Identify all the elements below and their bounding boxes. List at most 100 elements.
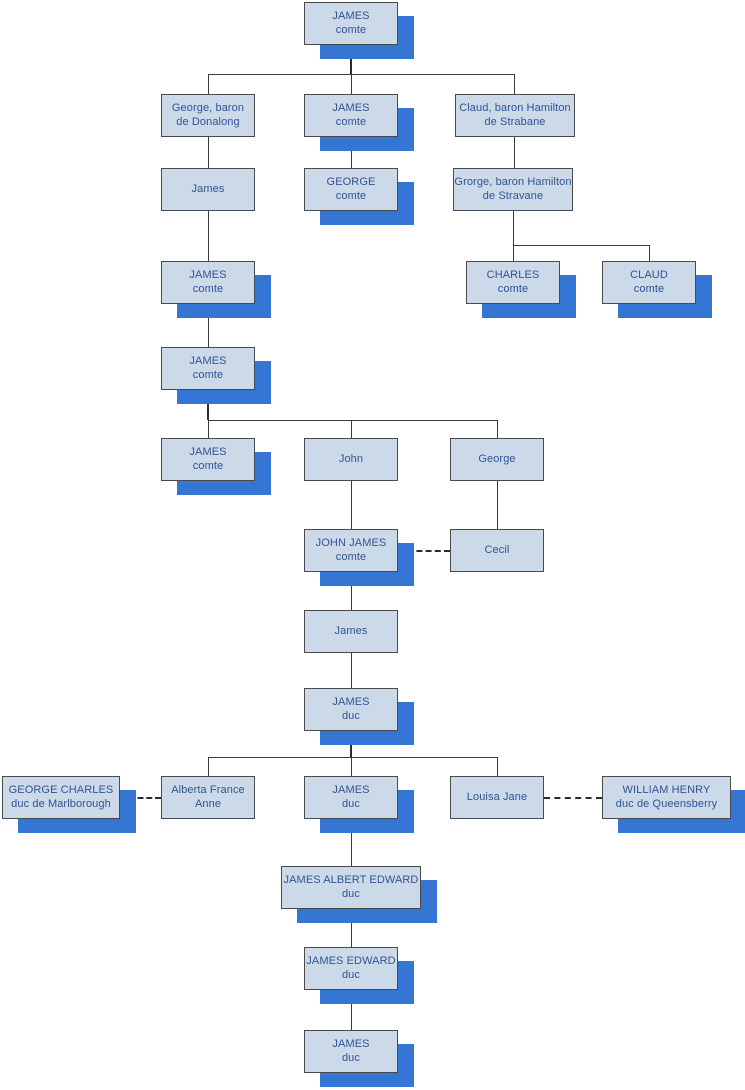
person-title: comte bbox=[335, 115, 367, 128]
person-title: comte bbox=[192, 459, 224, 472]
person-node[interactable]: James bbox=[161, 168, 255, 211]
person-title: comte bbox=[192, 368, 224, 381]
person-node[interactable]: Cecil bbox=[450, 529, 544, 572]
person-name: JAMES ALBERT EDWARD bbox=[283, 874, 419, 886]
person-title: de Donalong bbox=[176, 115, 240, 128]
person-name: JAMES bbox=[189, 355, 227, 367]
person-name: Louisa Jane bbox=[466, 790, 528, 803]
person-title: duc bbox=[341, 797, 361, 810]
person-name: Cecil bbox=[484, 543, 510, 556]
connector-drop-n12 bbox=[208, 420, 209, 438]
connector-n3-n6 bbox=[351, 137, 352, 168]
person-title: comte bbox=[192, 282, 224, 295]
person-node[interactable]: James bbox=[304, 610, 398, 653]
person-name: JAMES EDWARD bbox=[306, 955, 396, 967]
marriage-link-georgecharles-alberta bbox=[120, 797, 161, 799]
connector-drop-n2 bbox=[208, 74, 209, 94]
person-name: JAMES bbox=[189, 269, 227, 281]
person-name: JOHN JAMES bbox=[315, 537, 387, 549]
person-name: JAMES bbox=[332, 1038, 370, 1050]
person-name: Grorge, baron Hamilton bbox=[454, 176, 572, 188]
person-title: de Stravane bbox=[482, 189, 544, 202]
person-name: James bbox=[191, 182, 225, 195]
connector-bus-charles-claud bbox=[513, 245, 649, 246]
person-title: comte bbox=[335, 189, 367, 202]
person-name: JAMES bbox=[332, 10, 370, 22]
person-title: duc bbox=[341, 709, 361, 722]
connector-n25-n26 bbox=[351, 990, 352, 1030]
connector-n11-down bbox=[207, 390, 209, 420]
connector-n5-n8 bbox=[208, 211, 209, 261]
person-name: Claud, baron Hamilton bbox=[459, 102, 571, 114]
person-name: John bbox=[338, 452, 364, 465]
person-title: duc bbox=[341, 968, 361, 981]
connector-n2-n5 bbox=[208, 137, 209, 168]
connector-drop-n20 bbox=[208, 757, 209, 776]
person-name: CHARLES bbox=[486, 269, 540, 281]
person-title: comte bbox=[497, 282, 529, 295]
person-node[interactable]: George bbox=[450, 438, 544, 481]
connector-drop-n22 bbox=[497, 757, 498, 776]
connector-drop-n4 bbox=[514, 74, 515, 94]
person-name: George bbox=[478, 452, 516, 465]
person-name: JAMES bbox=[332, 784, 370, 796]
connector-drop-n10 bbox=[649, 245, 650, 261]
connector-n14-n16 bbox=[497, 481, 498, 529]
connector-n13-n15 bbox=[351, 481, 352, 529]
connector-n1-down bbox=[350, 45, 352, 74]
person-name: WILLIAM HENRY bbox=[622, 784, 711, 796]
person-title: duc bbox=[341, 887, 361, 900]
person-title: duc de Queensberry bbox=[615, 797, 718, 810]
person-name: Alberta France bbox=[171, 784, 245, 796]
person-node[interactable]: John bbox=[304, 438, 398, 481]
person-title: duc bbox=[341, 1051, 361, 1064]
person-name: CLAUD bbox=[630, 269, 668, 281]
marriage-link-louisa-williamhenry bbox=[544, 797, 602, 799]
person-name: GEORGE bbox=[326, 176, 376, 188]
connector-n7-down bbox=[513, 211, 514, 245]
person-node[interactable]: Louisa Jane bbox=[450, 776, 544, 819]
connector-n21-n24 bbox=[351, 819, 352, 866]
person-name: George, baron bbox=[171, 102, 245, 114]
connector-bus-gen2 bbox=[208, 74, 514, 75]
person-name: GEORGE CHARLES bbox=[8, 784, 114, 796]
person-name: JAMES bbox=[189, 446, 227, 458]
person-title: duc de Marlborough bbox=[11, 797, 111, 810]
connector-n15-n17 bbox=[351, 572, 352, 610]
connector-bus-gen6 bbox=[208, 420, 498, 421]
person-title: comte bbox=[335, 23, 367, 36]
person-name: JAMES bbox=[332, 696, 370, 708]
marriage-link-johnjames-cecil bbox=[398, 550, 450, 552]
person-title: de Strabane bbox=[484, 115, 546, 128]
person-title: comte bbox=[633, 282, 665, 295]
connector-drop-n3 bbox=[351, 74, 352, 94]
connector-drop-n13 bbox=[351, 420, 352, 438]
person-name: James bbox=[334, 624, 368, 637]
person-title: comte bbox=[335, 550, 367, 563]
connector-drop-n14 bbox=[497, 420, 498, 438]
person-title: Anne bbox=[194, 797, 222, 810]
connector-n4-n7 bbox=[514, 137, 515, 168]
connector-bus-gen10 bbox=[208, 757, 498, 758]
